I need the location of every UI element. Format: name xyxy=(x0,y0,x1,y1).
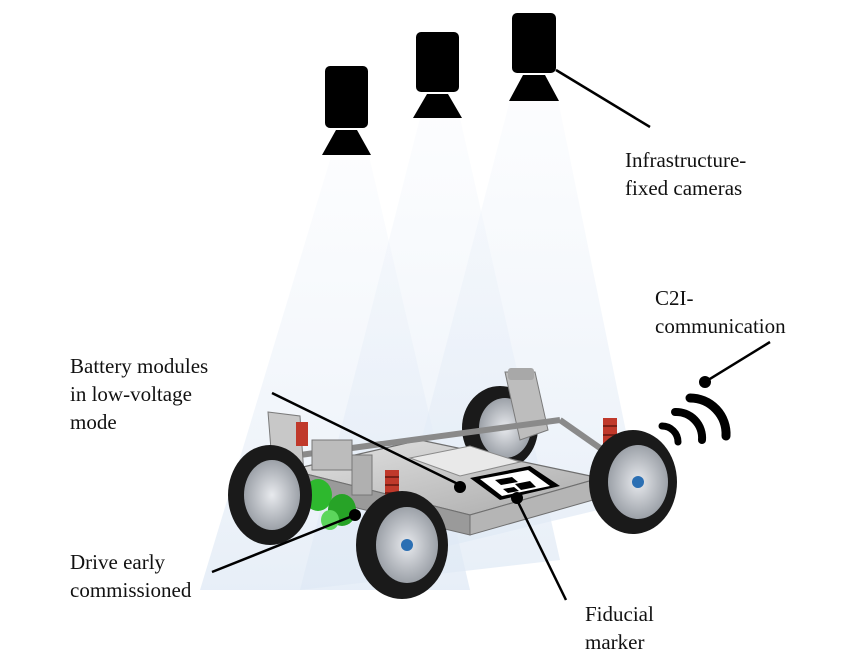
battery-leader xyxy=(271,391,461,487)
leader-lines xyxy=(211,68,771,601)
vehicle-chassis xyxy=(228,368,677,599)
wheel xyxy=(589,430,677,534)
c2i-leader-dot xyxy=(699,376,711,388)
camera-leader xyxy=(555,68,651,129)
drive-leader-dot xyxy=(349,509,361,521)
label-drive-commissioned: Drive early commissioned xyxy=(70,550,192,602)
suspension-spring xyxy=(296,422,308,446)
fiducial-marker-pattern xyxy=(470,466,560,500)
battery-leader-dot xyxy=(454,481,466,493)
wheel xyxy=(356,491,448,599)
label-infrastructure-cameras: Infrastructure- fixed cameras xyxy=(625,148,747,200)
camera-icon xyxy=(413,32,462,118)
label-battery-modules: Battery modules in low-voltage mode xyxy=(70,354,209,434)
camera-icon xyxy=(322,66,371,155)
wheel xyxy=(228,445,312,545)
label-c2i-communication: C2I- communication xyxy=(655,286,786,338)
c2i-leader xyxy=(699,340,771,387)
fiducial-leader xyxy=(515,499,568,601)
camera-icon xyxy=(509,13,559,101)
label-fiducial-marker: Fiducial marker xyxy=(585,602,654,654)
drive-leader xyxy=(211,513,356,574)
wireless-signal-icon xyxy=(658,393,731,446)
fiducial-leader-dot xyxy=(511,492,523,504)
